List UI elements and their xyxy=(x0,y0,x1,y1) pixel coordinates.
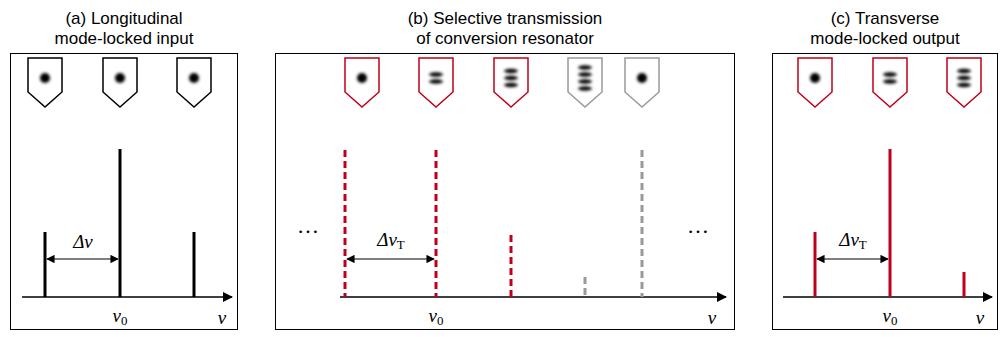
transmission-line xyxy=(345,150,511,297)
spacing-arrow xyxy=(47,258,888,259)
mode-profile xyxy=(810,73,820,83)
mode-profile xyxy=(40,73,50,83)
axis-label: ν xyxy=(708,308,716,327)
panel-heading: (a) Longitudinal mode-locked input xyxy=(44,9,204,49)
mode-profile xyxy=(957,69,971,87)
output-line xyxy=(815,149,964,297)
spectral-line xyxy=(45,149,194,297)
axis-label: Δν xyxy=(73,232,93,251)
mode-profile xyxy=(883,72,897,83)
mode-profile xyxy=(189,73,199,83)
mode-profile xyxy=(357,73,367,83)
mode-marker xyxy=(177,58,211,107)
mode-marker xyxy=(947,58,981,107)
mode-profile xyxy=(637,73,647,83)
mode-marker xyxy=(345,58,379,107)
axis xyxy=(22,296,992,298)
panel-heading: (c) Transverse mode-locked output xyxy=(805,9,965,49)
axis-label: … xyxy=(297,215,319,237)
mode-profile xyxy=(504,69,518,87)
mode-profile xyxy=(429,72,443,83)
axis-label: ν0 xyxy=(429,306,444,328)
mode-marker xyxy=(103,58,137,107)
mode-marker xyxy=(798,58,832,107)
mode-marker xyxy=(873,58,907,107)
mode-profile xyxy=(115,73,125,83)
axis-label: ν0 xyxy=(113,306,128,328)
mode-marker xyxy=(28,58,62,107)
mode-profile xyxy=(578,65,592,90)
axis-label: ΔνT xyxy=(839,230,866,252)
mode-marker xyxy=(625,58,659,107)
mode-marker xyxy=(568,58,602,107)
panel-frame: (a) Longitudinal mode-locked input xyxy=(10,53,238,330)
mode-marker xyxy=(419,58,453,107)
axis-label: ν0 xyxy=(883,306,898,328)
axis-label: ν xyxy=(218,308,226,327)
axis-label: ΔνT xyxy=(377,230,404,252)
axis-label: … xyxy=(687,215,709,237)
mode-marker xyxy=(494,58,528,107)
rejected-line xyxy=(585,150,642,297)
panel-heading: (b) Selective transmission of conversion… xyxy=(400,9,610,49)
axis-label: ν xyxy=(976,308,984,327)
panel-frame: (b) Selective transmission of conversion… xyxy=(275,53,735,330)
panel-frame: (c) Transverse mode-locked output xyxy=(772,53,998,330)
